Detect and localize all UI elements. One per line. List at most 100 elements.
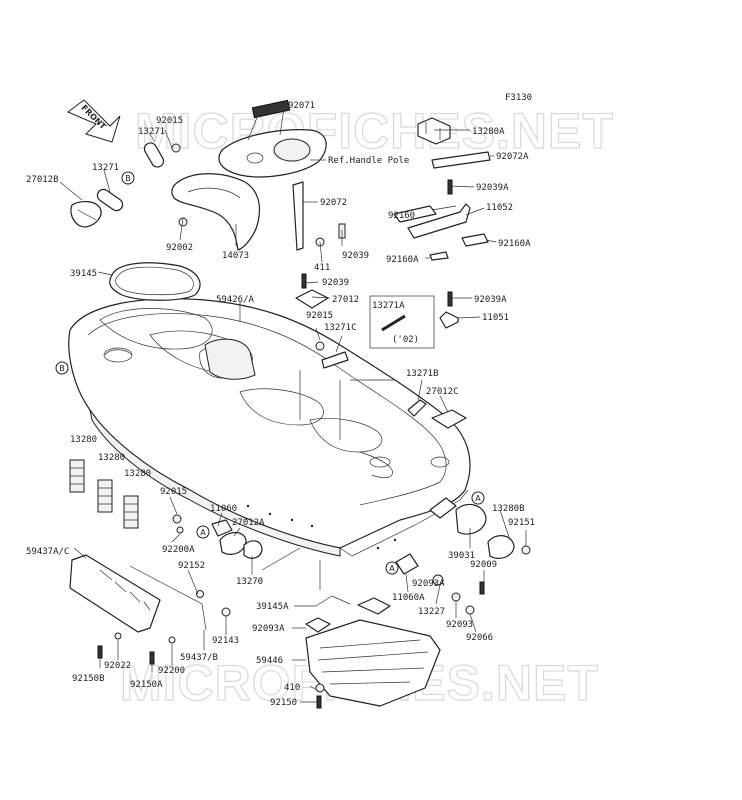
label-92093a-left: 92093A (252, 624, 285, 634)
label-13280-3: 13280 (124, 469, 151, 479)
label-59437b: 59437/B (180, 653, 218, 663)
year-note: ('02) (392, 335, 419, 345)
bracket-13271b-side (407, 399, 427, 417)
watermark-top: MICROFICHES.NET (135, 103, 614, 159)
bracket-13271c (321, 351, 349, 369)
pad-92093a-left (305, 617, 331, 633)
pad-92093a (357, 597, 391, 615)
rod-13271a (381, 314, 406, 332)
label-92039-upper: 92039 (342, 251, 369, 261)
svg-text:A: A (475, 494, 481, 503)
cap-92066 (465, 605, 475, 615)
nut-92015 (171, 143, 181, 153)
label-13280-1: 13280 (70, 435, 97, 445)
pole-92072 (292, 181, 346, 251)
bolt-92039a (447, 179, 453, 195)
svg-text:A: A (200, 528, 206, 537)
cap-39031 (455, 503, 487, 535)
callout-a-bottom: A (385, 561, 399, 575)
bolt-92150b (97, 645, 103, 659)
label-92093: 92093 (446, 620, 473, 630)
hull-deck (68, 298, 471, 557)
pad-92160 (393, 205, 437, 223)
pad-92160a-small (429, 251, 449, 261)
label-92072a: 92072A (496, 152, 529, 162)
washer-92143 (221, 607, 231, 617)
bracket-11060 (211, 519, 233, 537)
bracket-13271b (96, 188, 124, 212)
bolt-92150a (149, 651, 155, 665)
label-92200a: 92200A (162, 545, 195, 555)
clip-13280a (417, 117, 451, 145)
bolt-92039a-b (447, 291, 453, 307)
label-92152: 92152 (178, 561, 205, 571)
washer-92022 (114, 632, 122, 640)
callout-a-right: A (471, 491, 485, 505)
label-13280b: 13280B (492, 504, 525, 514)
bracket-13271a (143, 142, 165, 168)
label-92022: 92022 (104, 661, 131, 671)
label-11052: 11052 (486, 203, 513, 213)
label-39145: 39145 (70, 269, 97, 279)
clip-13270 (243, 540, 263, 559)
handle-pole-assembly (218, 99, 327, 178)
label-39145a: 39145A (256, 602, 289, 612)
bottom-pan-59446 (305, 619, 441, 707)
washer-92200a (176, 526, 184, 534)
label-13280a: 13280A (472, 127, 505, 137)
bolt-92009 (479, 581, 485, 595)
seat-cover (171, 173, 261, 251)
svg-text:A: A (389, 564, 395, 573)
label-92150: 92150 (270, 698, 297, 708)
label-92150a: 92150A (130, 680, 163, 690)
label-13271-lower: 13271 (92, 163, 119, 173)
label-92039-lower: 92039 (322, 278, 349, 288)
nut-92015c (172, 514, 182, 524)
label-59426a: 59426/A (216, 295, 255, 305)
bolt-92152 (196, 590, 204, 598)
bolt-92150 (316, 695, 322, 709)
sponson-59437b (129, 565, 207, 631)
pad-92160a (461, 233, 489, 247)
bracket-11060a (395, 553, 419, 575)
label-92143: 92143 (212, 636, 239, 646)
label-92071: 92071 (288, 101, 315, 111)
label-92015-mid: 92015 (306, 311, 333, 321)
callout-b-hull: B (55, 361, 69, 375)
label-59446: 59446 (256, 656, 283, 666)
label-13271b: 13271B (406, 369, 439, 379)
gasket-39145 (109, 262, 201, 301)
label-410: 410 (284, 683, 300, 693)
13271a-box (369, 295, 435, 349)
label-92009: 92009 (470, 560, 497, 570)
valve-13227 (432, 574, 444, 586)
label-13271a: 13271A (372, 301, 405, 311)
bracket-11052 (407, 203, 471, 239)
wire-39145a (315, 595, 351, 607)
label-11060a: 11060A (392, 593, 425, 603)
clamp-13280-set (69, 459, 139, 529)
label-92072: 92072 (320, 198, 347, 208)
strap-92072a (431, 151, 491, 169)
label-59437ac: 59437A/C (26, 547, 69, 557)
label-92066: 92066 (466, 633, 493, 643)
label-13271c: 13271C (324, 323, 357, 333)
label-92200: 92200 (158, 666, 185, 676)
label-27012b: 27012B (26, 175, 59, 185)
plate-27012c (431, 409, 467, 429)
label-92015-low: 92015 (160, 487, 187, 497)
label-411: 411 (314, 263, 330, 273)
washer-92093 (451, 592, 461, 602)
label-13270: 13270 (236, 577, 263, 587)
label-39031: 39031 (448, 551, 475, 561)
bracket-side (429, 497, 457, 519)
label-14073: 14073 (222, 251, 249, 261)
label-11051: 11051 (482, 313, 509, 323)
svg-text:B: B (125, 174, 131, 183)
label-92039a-lower: 92039A (474, 295, 507, 305)
plate-27012a (219, 531, 247, 555)
nut-92151 (521, 545, 531, 555)
label-92160a-right: 92160A (498, 239, 531, 249)
label-13280-2: 13280 (98, 453, 125, 463)
